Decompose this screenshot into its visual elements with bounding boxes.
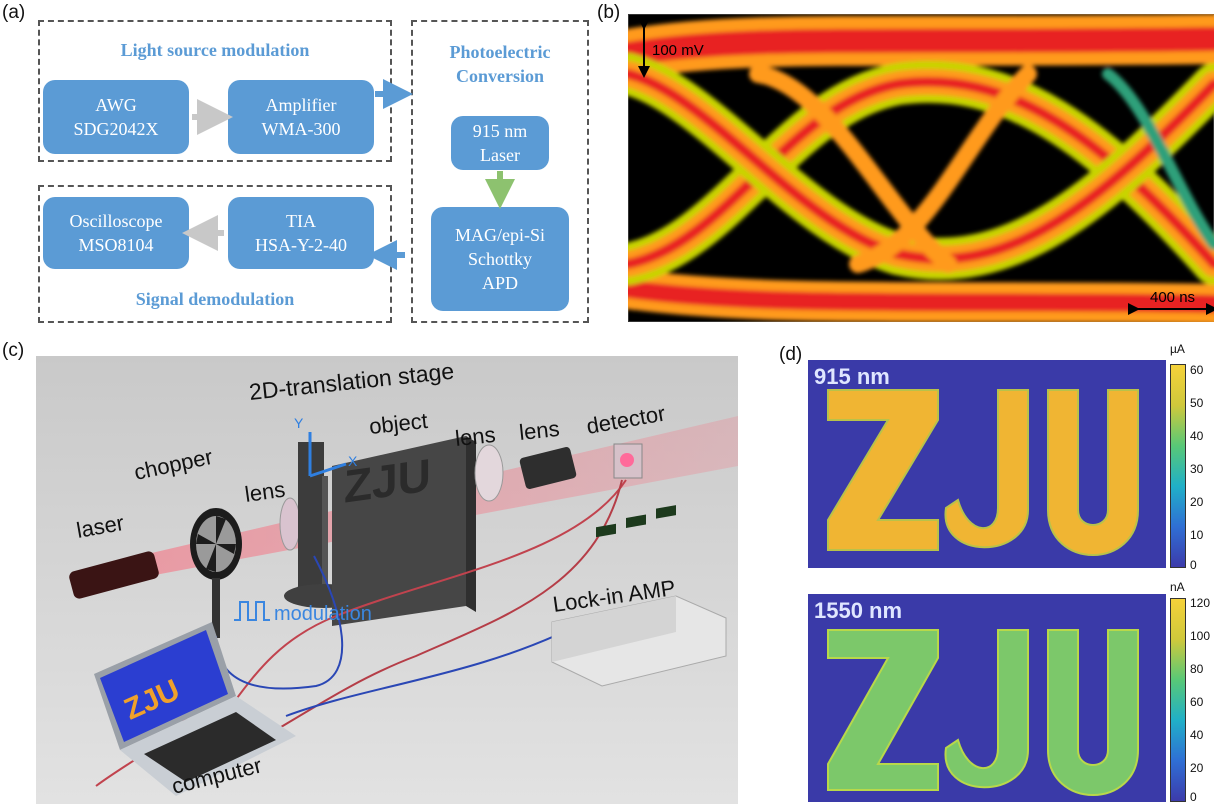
voltage-scale-label: 100 mV (652, 42, 704, 59)
colorbar-915nm (1170, 364, 1186, 568)
laser-block: 915 nm Laser (451, 116, 549, 170)
lens-1-optic (279, 497, 301, 551)
colorbar-1550nm-tick: 20 (1190, 761, 1204, 775)
amplifier-model: WMA-300 (261, 119, 341, 139)
map-1550nm-letters (827, 629, 1139, 796)
panel-d-label: (d) (779, 344, 803, 365)
panel-c-label: (c) (2, 340, 25, 361)
apd-material: MAG/epi-Si (455, 224, 545, 245)
chopper-wheel (190, 508, 242, 638)
colorbar-1550nm-unit: nA (1170, 580, 1185, 594)
photoelectric-title-line2: Conversion (455, 66, 544, 87)
colorbar-1550nm-tick: 80 (1190, 662, 1204, 676)
imaging-setup-illustration: ZJU ZJU Y X 2D-translation stage object … (36, 356, 738, 804)
tia-model: HSA-Y-2-40 (255, 235, 347, 255)
panel-a-arrows (182, 79, 515, 270)
oscilloscope-name: Oscilloscope (69, 210, 163, 231)
colorbar-915nm-tick: 0 (1190, 558, 1197, 572)
colorbar-915nm-tick: 20 (1190, 495, 1204, 509)
lens-3-tube (519, 447, 577, 489)
colorbar-1550nm-tick: 0 (1190, 790, 1197, 804)
modulation-label: modulation (274, 603, 372, 625)
detector-device (613, 443, 643, 479)
colorbar-915nm-tick: 50 (1190, 396, 1204, 410)
eye-diagram: 100 mV 400 ns (628, 14, 1214, 322)
photoelectric-conversion-title: Photoelectric Conversion (411, 40, 589, 89)
map-915nm: 915 nm (808, 360, 1166, 568)
oscilloscope-block: Oscilloscope MSO8104 (43, 197, 189, 269)
object-plate: ZJU (332, 436, 476, 626)
laser-wavelength: 915 nm (472, 120, 528, 141)
apd-type: Schottky (467, 248, 532, 269)
colorbar-915nm-tick: 60 (1190, 363, 1204, 377)
modulation-square-wave (234, 601, 270, 621)
object-label: object (368, 408, 429, 439)
colorbar-1550nm-tick: 60 (1190, 695, 1204, 709)
tia-name: TIA (286, 210, 316, 231)
apd-name: APD (481, 273, 518, 294)
oscilloscope-model: MSO8104 (78, 235, 154, 255)
map-915nm-wavelength: 915 nm (814, 364, 890, 389)
lens-label-2: lens (454, 422, 497, 451)
colorbar-915nm-unit: µA (1170, 342, 1185, 356)
time-scale-label: 400 ns (1150, 289, 1195, 306)
lockin-amplifier (551, 505, 727, 687)
tia-block: TIA HSA-Y-2-40 (228, 197, 374, 269)
laptop-computer: ZJU (94, 622, 296, 796)
light-source-modulation-title: Light source modulation (120, 40, 310, 60)
lens-label-1: lens (243, 477, 286, 507)
colorbar-1550nm-tick: 100 (1190, 629, 1211, 643)
colorbar-1550nm-tick: 40 (1190, 728, 1204, 742)
lens-2-optic (474, 444, 504, 502)
colorbar-915nm-tick: 10 (1190, 528, 1204, 542)
signal-demodulation-title: Signal demodulation (135, 289, 295, 309)
colorbar-915nm-tick: 40 (1190, 429, 1204, 443)
lens-label-3: lens (518, 416, 561, 445)
axis-x-arrow (309, 462, 347, 478)
panel-b-label: (b) (597, 2, 621, 23)
awg-block: AWG SDG2042X (43, 80, 189, 154)
colorbar-1550nm-tick: 120 (1190, 596, 1211, 610)
axis-x-label: X (348, 453, 358, 469)
photoelectric-title-line1: Photoelectric (449, 42, 551, 62)
map-915nm-letters (827, 389, 1139, 556)
axis-y-label: Y (294, 415, 304, 431)
laser-source (69, 551, 159, 599)
amplifier-block: Amplifier WMA-300 (228, 80, 374, 154)
apd-block: MAG/epi-Si Schottky APD (431, 207, 569, 311)
laser-name: Laser (480, 145, 520, 165)
colorbar-1550nm (1170, 598, 1186, 802)
awg-model: SDG2042X (73, 119, 159, 139)
awg-name: AWG (95, 94, 137, 115)
amplifier-name: Amplifier (265, 94, 337, 115)
map-1550nm: 1550 nm (808, 594, 1166, 802)
colorbar-915nm-tick: 30 (1190, 462, 1204, 476)
photoelectric-conversion-box (411, 20, 589, 323)
map-1550nm-wavelength: 1550 nm (814, 598, 903, 623)
panel-a-label: (a) (2, 2, 26, 23)
object-plate-text: ZJU (344, 449, 431, 513)
